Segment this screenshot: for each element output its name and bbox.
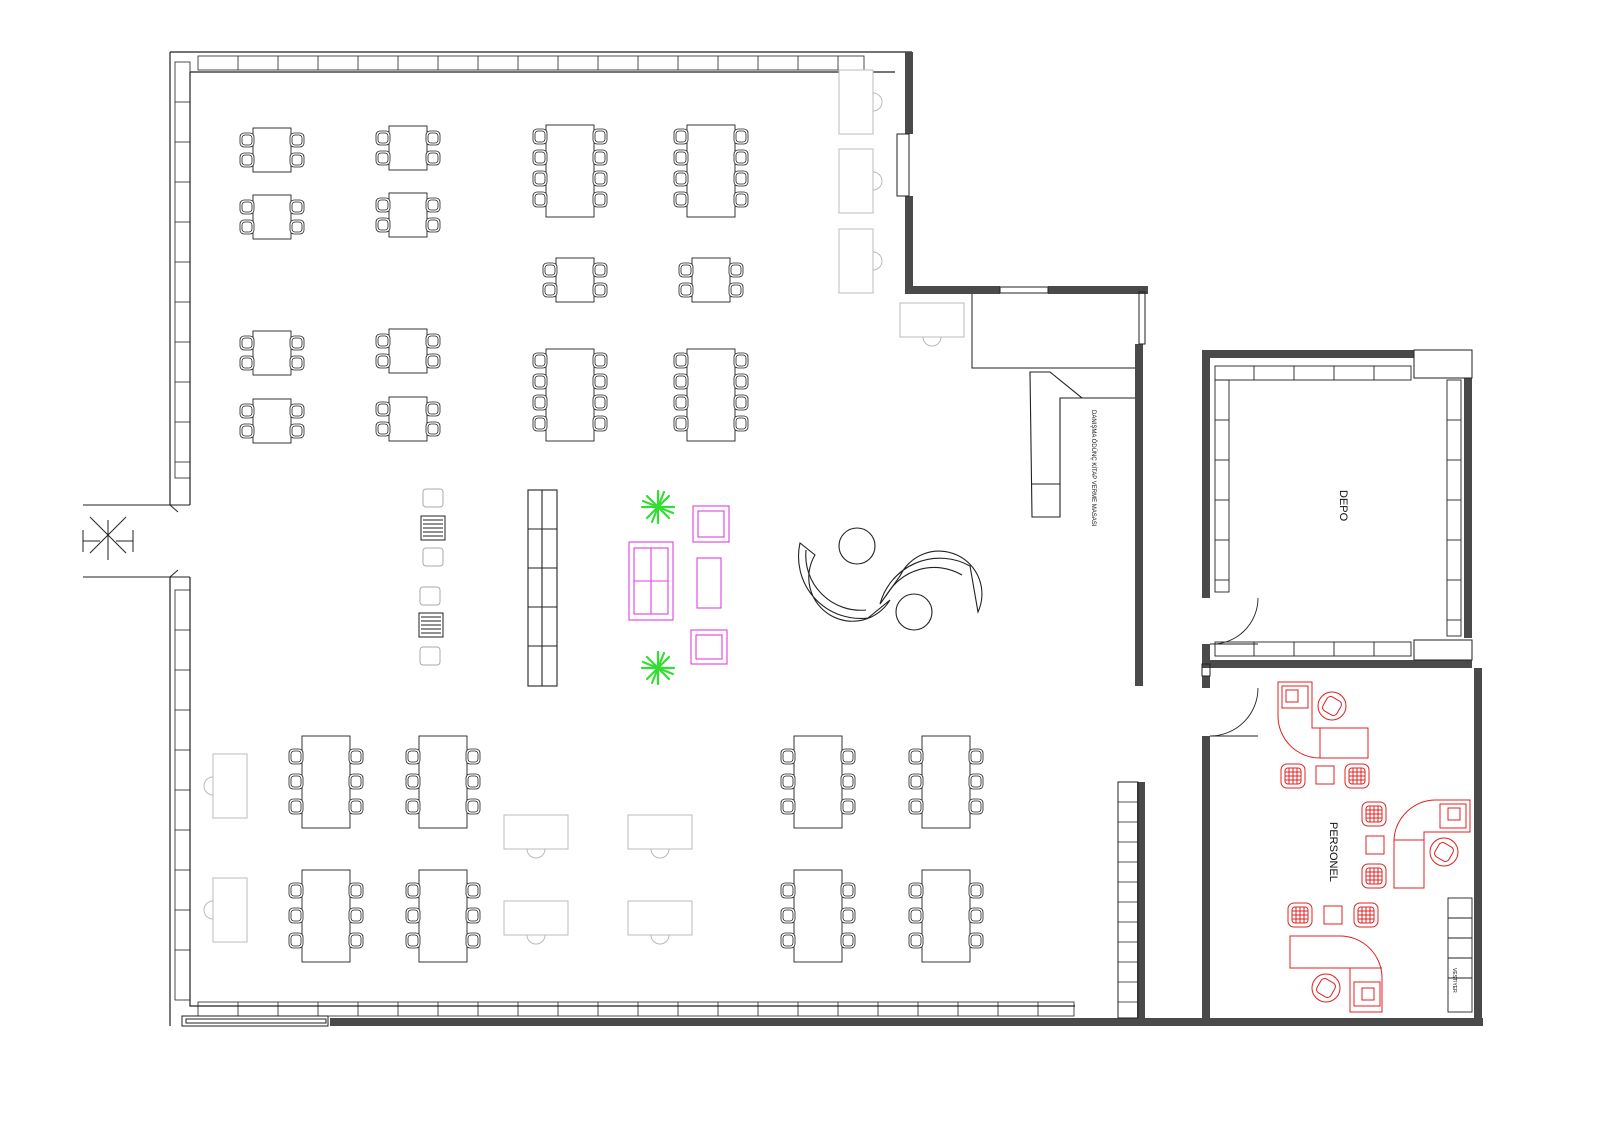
personel-room-label: PERSONEL <box>1327 822 1339 882</box>
staff-office <box>1277 681 1471 1013</box>
wardrobe-label: VESTİYER <box>1451 968 1458 993</box>
curved-seating <box>797 527 983 631</box>
wardrobe <box>1447 897 1473 1013</box>
main-entrance <box>82 504 190 578</box>
reception-desk <box>1029 371 1135 518</box>
central-bookcase <box>527 489 558 687</box>
walls <box>169 51 1483 1027</box>
storage-room <box>1209 365 1462 737</box>
wall-shelving <box>174 55 1075 1017</box>
catalogue-stations <box>418 488 446 666</box>
lounge-area <box>628 505 730 665</box>
reception-desk-label: DANIŞMA ÖDÜNÇ KİTAP VERME MASASI <box>1090 410 1097 527</box>
plant-icon <box>640 489 676 686</box>
depo-room-label: DEPO <box>1337 490 1349 522</box>
